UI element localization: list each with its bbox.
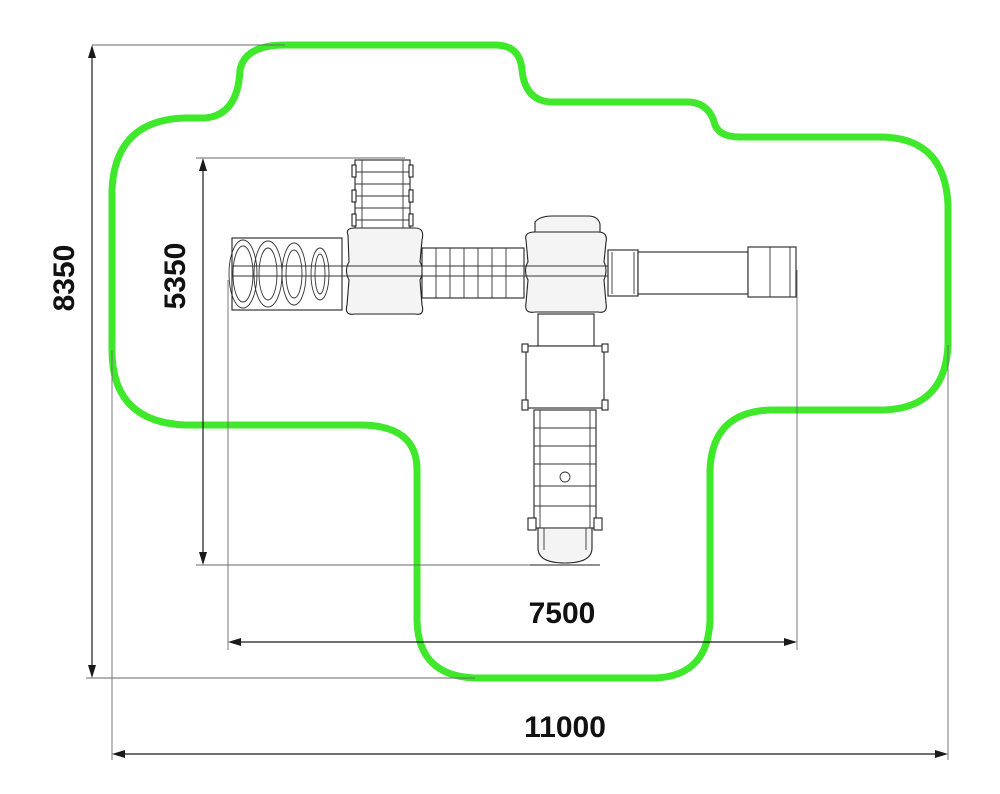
connecting-bridge <box>421 247 525 299</box>
dimension-overall-depth: 8350 <box>48 44 475 679</box>
dimension-equipment-width: 7500 <box>227 270 798 650</box>
overall-depth-label: 8350 <box>48 245 81 312</box>
equipment-width-label: 7500 <box>529 597 596 630</box>
safety-zone-outline <box>108 41 952 682</box>
tower-right <box>524 215 608 313</box>
tower-left <box>345 227 425 315</box>
crawl-tunnel <box>228 237 345 311</box>
slide-exit-bottom <box>530 527 600 566</box>
dimension-overall-width: 11000 <box>111 345 949 760</box>
lower-platform <box>521 313 609 411</box>
playground-equipment <box>228 159 797 566</box>
equipment-depth-label: 5350 <box>159 243 192 310</box>
climbing-ladder-top <box>351 159 414 233</box>
ladder-bottom <box>527 409 603 531</box>
slide-right <box>607 246 797 298</box>
overall-width-label: 11000 <box>524 711 606 744</box>
dimension-equipment-depth: 5350 <box>159 157 530 566</box>
